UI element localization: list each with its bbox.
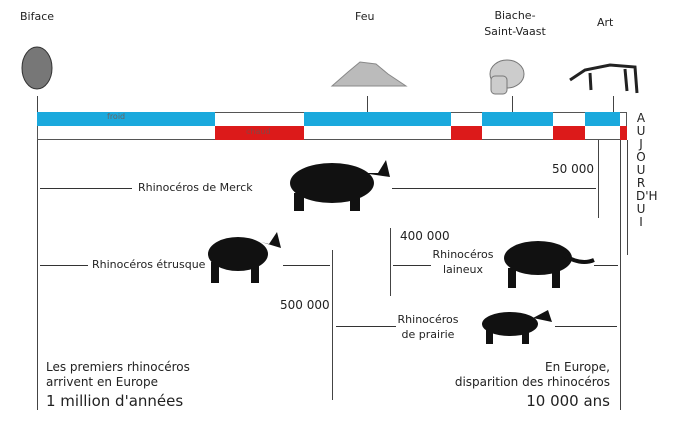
species-prairie: Rhinocéros de prairie <box>397 313 459 341</box>
cold-period <box>37 112 215 126</box>
merck-arrow <box>40 188 132 189</box>
date-laineux: 400 000 <box>400 229 450 243</box>
warm-period <box>620 126 627 140</box>
milestone-biache: Biache- Saint-Vaast <box>484 9 546 38</box>
species-etrusque: Rhinocéros étrusque <box>92 258 206 271</box>
warm-label: chaud <box>246 127 271 136</box>
milestone-biface: Biface <box>20 10 55 23</box>
tick <box>512 96 513 112</box>
cold-label: froid <box>107 112 126 121</box>
cave-art-icon <box>569 63 639 94</box>
laineux-arrow <box>393 265 431 266</box>
etrusque-arrow <box>283 265 330 266</box>
tick <box>613 96 614 112</box>
start-text: Les premiers rhinocéros arrivent en Euro… <box>46 360 190 389</box>
rhino-silhouette <box>504 241 595 288</box>
cold-period <box>304 112 451 126</box>
milestone-art: Art <box>597 16 614 29</box>
today-label: AUJOURD'HUI <box>636 111 658 229</box>
warm-period <box>553 126 585 140</box>
prairie-arrow <box>555 326 617 327</box>
start-line <box>37 140 38 410</box>
etrusque-end-line <box>332 250 333 400</box>
warm-period <box>215 126 304 140</box>
tick <box>367 96 368 112</box>
warm-period <box>451 126 482 140</box>
rhino-silhouette <box>208 232 281 283</box>
merck-arrow <box>392 188 596 189</box>
end-line <box>620 140 621 410</box>
fire-icon <box>330 61 408 87</box>
start-date: 1 million d'années <box>46 392 184 410</box>
end-text: En Europe, disparition des rhinocéros <box>454 360 610 389</box>
species-laineux: Rhinocéros laineux <box>432 248 494 276</box>
end-date: 10 000 ans <box>526 392 610 410</box>
etrusque-arrow <box>40 265 88 266</box>
tick <box>37 96 38 112</box>
date-merck: 50 000 <box>552 162 594 176</box>
laineux-start-line <box>390 228 391 296</box>
rhino-silhouette <box>290 160 390 211</box>
date-etrusque: 500 000 <box>280 298 330 312</box>
biface-icon <box>21 46 53 90</box>
prairie-arrow <box>336 326 396 327</box>
species-merck: Rhinocéros de Merck <box>138 181 253 194</box>
milestone-feu: Feu <box>355 10 375 23</box>
cold-period <box>585 112 620 126</box>
cold-period <box>482 112 553 126</box>
skull-icon <box>489 59 525 95</box>
laineux-arrow <box>594 265 618 266</box>
merck-end-line <box>598 140 599 218</box>
today-line <box>627 140 628 255</box>
rhino-silhouette <box>482 310 552 344</box>
